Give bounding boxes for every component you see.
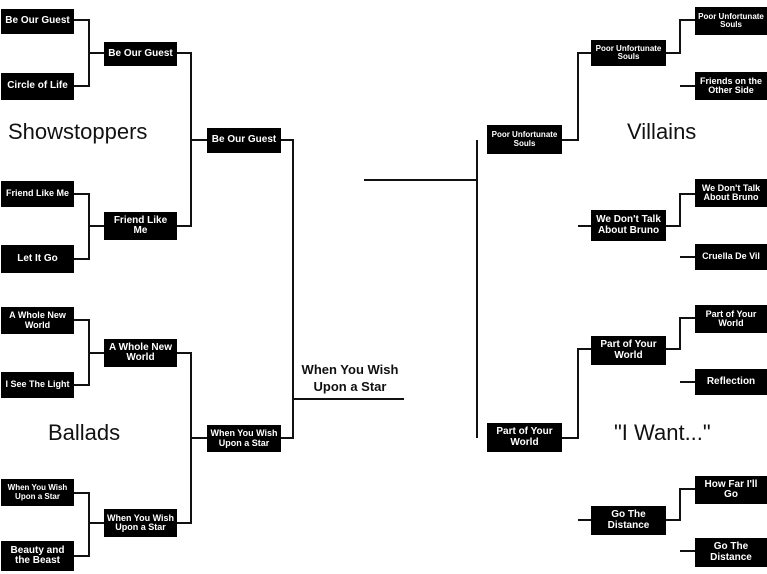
left-r2-slot-2: Friend Like Me (104, 212, 177, 240)
left-r2-slot-3: A Whole New World (104, 339, 177, 367)
right-r1-slot-7: How Far I'll Go (695, 476, 767, 504)
right-r3-slot-1: Poor Unfortunate Souls (487, 125, 562, 154)
right-r1-slot-2: Friends on the Other Side (695, 72, 767, 100)
left-r3-slot-2: When You Wish Upon a Star (207, 425, 281, 452)
right-r1-slot-3: We Don't Talk About Bruno (695, 179, 767, 207)
right-r2-slot-4: Go The Distance (591, 506, 666, 535)
right-r2-slot-1: Poor Unfortunate Souls (591, 40, 666, 66)
right-r1-slot-6: Reflection (695, 369, 767, 395)
region-label-ballads: Ballads (48, 420, 121, 445)
right-r1-slot-4: Cruella De Vil (695, 244, 767, 270)
region-label-villains: Villains (627, 119, 697, 144)
left-r1-slot-1: Be Our Guest (1, 9, 74, 34)
left-r1-slot-4: Let It Go (1, 245, 74, 273)
region-label-i-want: "I Want..." (614, 420, 711, 445)
right-r1-slot-5: Part of Your World (695, 305, 767, 333)
left-r1-slot-2: Circle of Life (1, 73, 74, 100)
left-r1-slot-6: I See The Light (1, 372, 74, 398)
left-r1-slot-5: A Whole New World (1, 307, 74, 334)
champion-label: When You Wish Upon a Star (301, 362, 399, 394)
left-r1-slot-7: When You Wish Upon a Star (1, 479, 74, 506)
right-r1-slot-8: Go The Distance (695, 538, 767, 567)
region-label-showstoppers: Showstoppers (8, 119, 148, 144)
right-r2-slot-2: We Don't Talk About Bruno (591, 210, 666, 241)
right-r3-slot-2: Part of Your World (487, 423, 562, 452)
left-r1-slot-3: Friend Like Me (1, 181, 74, 207)
right-r1-slot-1: Poor Unfortunate Souls (695, 7, 767, 35)
left-r2-slot-4: When You Wish Upon a Star (104, 509, 177, 537)
left-r2-slot-1: Be Our Guest (104, 42, 177, 66)
right-r2-slot-3: Part of Your World (591, 336, 666, 365)
left-r3-slot-1: Be Our Guest (207, 128, 281, 153)
left-r1-slot-8: Beauty and the Beast (1, 541, 74, 571)
